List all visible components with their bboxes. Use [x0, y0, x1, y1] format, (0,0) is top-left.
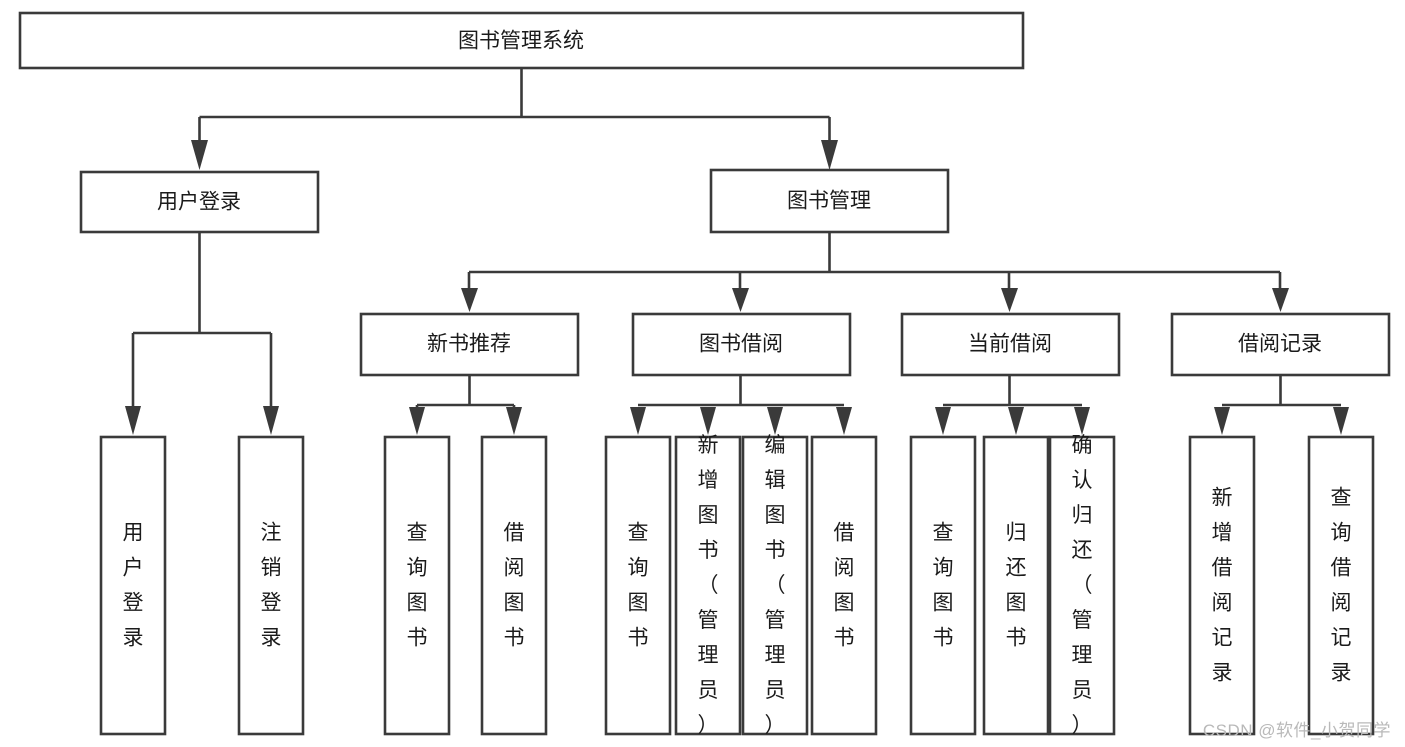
- arrow-head-book-borrow: [732, 288, 749, 312]
- node-current-borrow-box[interactable]: [900, 312, 1121, 377]
- node-borrow-record-box[interactable]: [1170, 312, 1391, 377]
- node-leaf-add-borrow-record[interactable]: 新增借阅记录: [1188, 435, 1256, 736]
- arrow-head-current-borrow: [1001, 288, 1018, 312]
- node-leaf-edit-book-admin-label: 编辑图书（管理员）: [765, 434, 786, 737]
- node-leaf-add-book-admin[interactable]: 新增图书（管理员）: [674, 434, 742, 737]
- arrow-head-leaf-edit-book-admin: [767, 407, 783, 435]
- arrow-head-leaf-confirm-return-admin: [1074, 407, 1090, 435]
- node-leaf-confirm-return-admin-label: 确认归还（管理员）: [1072, 434, 1093, 737]
- node-leaf-add-borrow-record-box[interactable]: [1188, 435, 1256, 736]
- node-leaf-query-book-3-box[interactable]: [909, 435, 977, 736]
- node-leaf-logout[interactable]: 注销登录: [237, 435, 305, 736]
- arrow-head-leaf-borrow-book-2: [836, 407, 852, 435]
- node-leaf-add-book-admin-label: 新增图书（管理员）: [698, 434, 719, 737]
- node-user-login[interactable]: 用户登录: [79, 170, 320, 234]
- node-leaf-query-book-3[interactable]: 查询图书: [909, 435, 977, 736]
- arrow-head-leaf-query-book-1: [409, 407, 425, 435]
- arrow-head-leaf-query-book-2: [630, 407, 646, 435]
- arrow-head-leaf-add-book-admin: [700, 407, 716, 435]
- node-leaf-confirm-return-admin[interactable]: 确认归还（管理员）: [1048, 434, 1116, 737]
- node-root-label: 图书管理系统: [458, 30, 584, 53]
- node-root[interactable]: 图书管理系统: [18, 11, 1025, 70]
- arrow-head-leaf-query-book-3: [935, 407, 951, 435]
- node-book-management[interactable]: 图书管理: [709, 168, 950, 234]
- node-leaf-confirm-return-admin-box[interactable]: [1048, 435, 1116, 736]
- node-book-management-box[interactable]: [709, 168, 950, 234]
- node-leaf-query-book-2-label: 查询图书: [628, 522, 649, 650]
- node-user-login-label: 用户登录: [157, 191, 241, 214]
- arrow-head-leaf-user-login: [125, 406, 141, 435]
- node-leaf-query-book-1-label: 查询图书: [407, 522, 428, 650]
- arrow-head-borrow-record: [1272, 288, 1289, 312]
- node-leaf-user-login-box[interactable]: [99, 435, 167, 736]
- node-leaf-borrow-book-1[interactable]: 借阅图书: [480, 435, 548, 736]
- node-leaf-add-borrow-record-label: 新增借阅记录: [1212, 487, 1233, 685]
- node-leaf-borrow-book-1-label: 借阅图书: [504, 522, 525, 650]
- node-leaf-edit-book-admin-box[interactable]: [741, 435, 809, 736]
- node-root-box[interactable]: [18, 11, 1025, 70]
- node-borrow-record[interactable]: 借阅记录: [1170, 312, 1391, 377]
- arrow-head-leaf-query-borrow-record: [1333, 407, 1349, 435]
- node-book-borrow[interactable]: 图书借阅: [631, 312, 852, 377]
- node-current-borrow-label: 当前借阅: [968, 333, 1052, 356]
- arrow-head-leaf-borrow-book-1: [506, 407, 522, 435]
- node-leaf-return-book[interactable]: 归还图书: [982, 435, 1050, 736]
- node-leaf-borrow-book-2-box[interactable]: [810, 435, 878, 736]
- node-user-login-box[interactable]: [79, 170, 320, 234]
- arrow-head-leaf-return-book: [1008, 407, 1024, 435]
- node-current-borrow[interactable]: 当前借阅: [900, 312, 1121, 377]
- node-book-borrow-box[interactable]: [631, 312, 852, 377]
- arrow-head-leaf-logout: [263, 406, 279, 435]
- node-leaf-borrow-book-2-label: 借阅图书: [834, 522, 855, 650]
- arrow-head-leaf-add-borrow-record: [1214, 407, 1230, 435]
- node-leaf-query-book-2-box[interactable]: [604, 435, 672, 736]
- arrow-head-user-login: [191, 140, 208, 170]
- node-leaf-user-login-label: 用户登录: [123, 522, 144, 650]
- node-leaf-return-book-label: 归还图书: [1006, 522, 1027, 650]
- node-leaf-return-book-box[interactable]: [982, 435, 1050, 736]
- node-borrow-record-label: 借阅记录: [1238, 333, 1322, 356]
- node-leaf-logout-label: 注销登录: [261, 522, 282, 650]
- node-leaf-logout-box[interactable]: [237, 435, 305, 736]
- node-leaf-user-login[interactable]: 用户登录: [99, 435, 167, 736]
- node-book-borrow-label: 图书借阅: [699, 333, 783, 356]
- node-leaf-query-book-2[interactable]: 查询图书: [604, 435, 672, 736]
- node-leaf-query-book-3-label: 查询图书: [933, 522, 954, 650]
- node-leaf-add-book-admin-box[interactable]: [674, 435, 742, 736]
- node-book-management-label: 图书管理: [787, 190, 871, 213]
- node-new-book-recommend-label: 新书推荐: [427, 333, 511, 356]
- node-leaf-borrow-book-1-box[interactable]: [480, 435, 548, 736]
- node-new-book-recommend[interactable]: 新书推荐: [359, 312, 580, 377]
- node-leaf-query-borrow-record-label: 查询借阅记录: [1331, 487, 1352, 685]
- connector-layer: [125, 68, 1349, 435]
- arrow-head-new-book-recommend: [461, 288, 478, 312]
- node-leaf-query-book-1-box[interactable]: [383, 435, 451, 736]
- node-leaf-query-borrow-record[interactable]: 查询借阅记录: [1307, 435, 1375, 736]
- node-leaf-borrow-book-2[interactable]: 借阅图书: [810, 435, 878, 736]
- arrow-head-book-management: [821, 140, 838, 170]
- leaf-node-layer: 用户登录 注销登录 查询图书 借阅图书 查询图书 新增图书（管理员） 编辑图书（…: [99, 434, 1375, 737]
- node-leaf-edit-book-admin[interactable]: 编辑图书（管理员）: [741, 434, 809, 737]
- node-leaf-query-book-1[interactable]: 查询图书: [383, 435, 451, 736]
- node-leaf-query-borrow-record-box[interactable]: [1307, 435, 1375, 736]
- node-new-book-recommend-box[interactable]: [359, 312, 580, 377]
